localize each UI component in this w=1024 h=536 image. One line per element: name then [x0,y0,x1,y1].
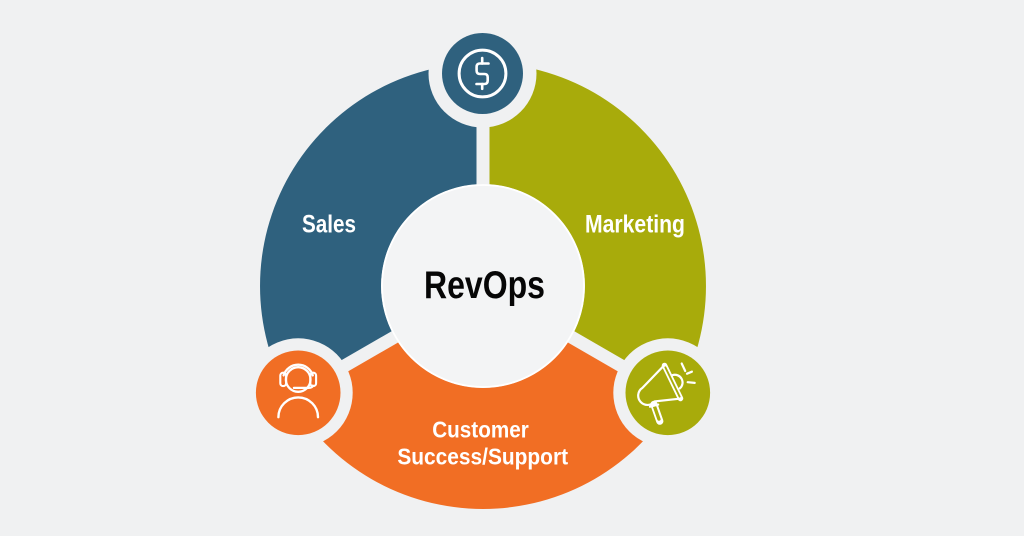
svg-text:Marketing: Marketing [585,211,685,239]
svg-text:Customer: Customer [432,417,529,443]
svg-text:Success/Support: Success/Support [397,444,568,470]
svg-text:RevOps: RevOps [424,264,545,307]
svg-text:Sales: Sales [302,211,356,239]
